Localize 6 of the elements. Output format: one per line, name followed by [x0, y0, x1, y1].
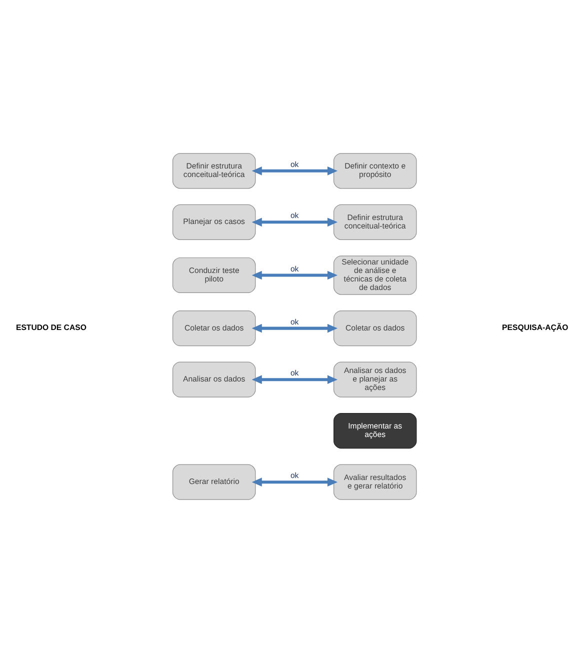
arrow — [252, 478, 338, 487]
arrow — [252, 166, 338, 176]
arrow — [252, 218, 338, 227]
arrow — [252, 270, 338, 280]
arrow — [252, 324, 338, 333]
arrow — [252, 375, 338, 384]
